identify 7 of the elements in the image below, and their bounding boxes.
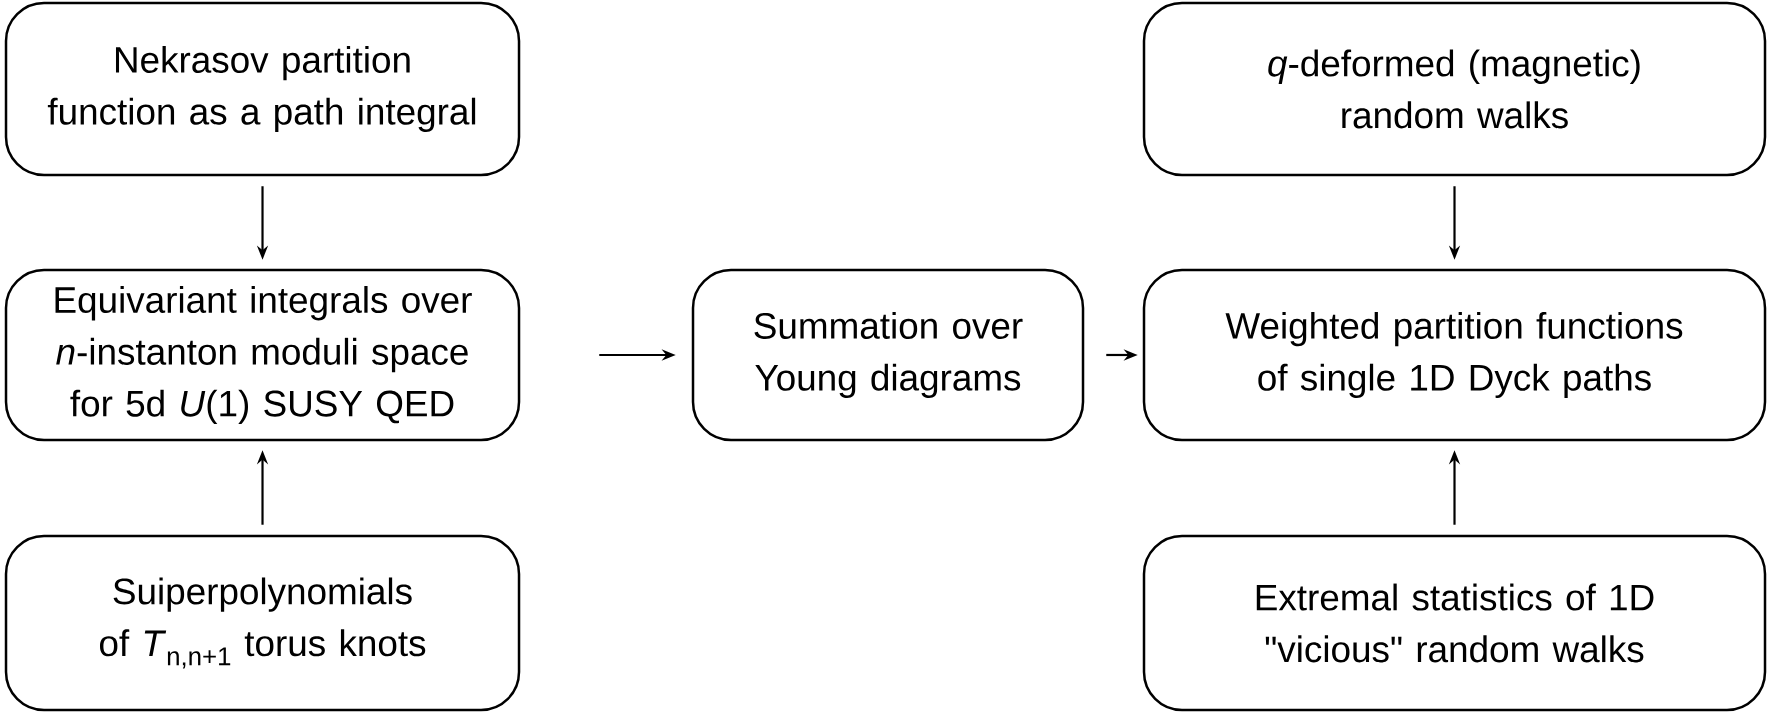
- process-box: Extremal statistics of 1D "vicious" random walks: [1142, 534, 1767, 712]
- process-box: Equivariant integrals over n-instanton moduli space for 5d U(1) SUSY QED: [4, 268, 521, 442]
- process-box: Suiperpolynomials of T$_{n,n+1}$ torus knots: [4, 534, 521, 712]
- process-box: Weighted partition functions of single 1D Dyck paths: [1142, 268, 1767, 442]
- process-box: q-deformed (magnetic) random walks: [1142, 1, 1767, 177]
- process-box: Summation over Young diagrams: [691, 268, 1085, 442]
- process-box: Nekrasov partition function as a path integral: [4, 1, 521, 177]
